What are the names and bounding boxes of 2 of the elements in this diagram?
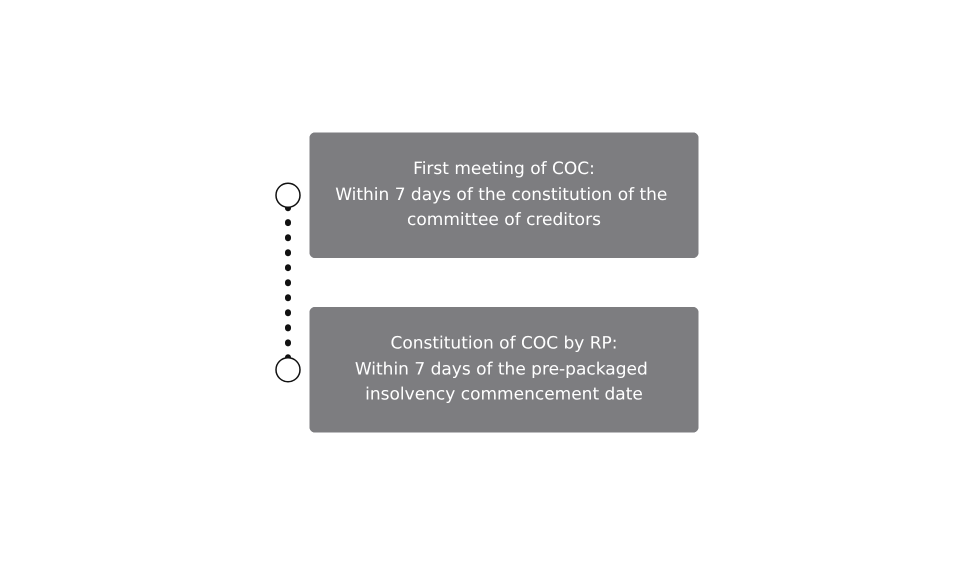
node-circle bbox=[275, 182, 301, 208]
node-circle bbox=[275, 356, 301, 382]
